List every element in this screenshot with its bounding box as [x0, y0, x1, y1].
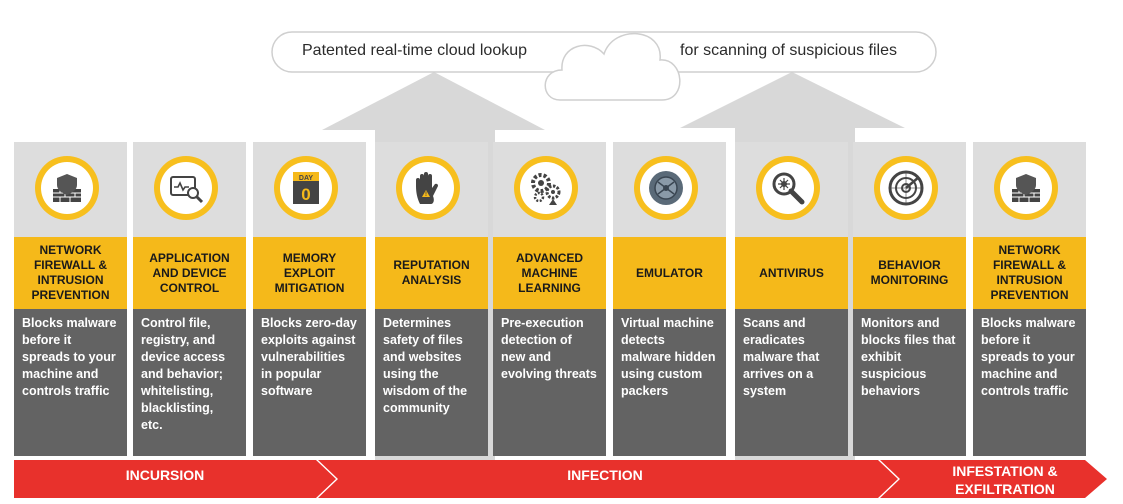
phase-label-incursion: INCURSION — [125, 467, 205, 483]
emulator-sphere-icon — [634, 156, 698, 220]
column-description: Blocks malware before it spreads to your… — [973, 309, 1086, 456]
phase-band-infection — [318, 460, 898, 498]
column-description: Pre-execution detection of new and evolv… — [493, 309, 606, 456]
cloud-text-left: Patented real-time cloud lookup — [302, 42, 528, 59]
phase-band-infestation — [880, 460, 1107, 498]
gears-icon — [514, 156, 578, 220]
column-title: APPLICATION AND DEVICE CONTROL — [133, 237, 246, 309]
radar-target-icon — [874, 156, 938, 220]
column-description: Blocks malware before it spreads to your… — [14, 309, 127, 456]
phase-label-infestation: INFESTATION & EXFILTRATION — [925, 462, 1085, 498]
cloud-text-right: for scanning of suspicious files — [680, 42, 897, 59]
column-description: Virtual machine detects malware hidden u… — [613, 309, 726, 456]
column-title: ADVANCED MACHINE LEARNING — [493, 237, 606, 309]
column-description: Control file, registry, and device acces… — [133, 309, 246, 456]
phase-band-incursion — [14, 460, 336, 498]
column-title: BEHAVIOR MONITORING — [853, 237, 966, 309]
app-device-magnifier-icon — [154, 156, 218, 220]
phase-label-infestation-line2: EXFILTRATION — [955, 481, 1055, 497]
column-title: NETWORK FIREWALL & INTRUSION PREVENTION — [14, 237, 127, 309]
phase-label-infection: INFECTION — [567, 467, 643, 483]
svg-text:DAY: DAY — [299, 175, 313, 182]
column-title: REPUTATION ANALYSIS — [375, 237, 488, 309]
column-title: ANTIVIRUS — [735, 237, 848, 309]
column-description: Scans and eradicates malware that arrive… — [735, 309, 848, 456]
column-title: EMULATOR — [613, 237, 726, 309]
virus-magnifier-icon — [756, 156, 820, 220]
column-description: Monitors and blocks files that exhibit s… — [853, 309, 966, 456]
day-zero-calendar-icon: DAY 0 — [274, 156, 338, 220]
column-description: Blocks zero-day exploits against vulnera… — [253, 309, 366, 456]
column-description: Determines safety of files and websites … — [375, 309, 488, 456]
firewall-shield-icon — [35, 156, 99, 220]
column-title: NETWORK FIREWALL & INTRUSION PREVENTION — [973, 237, 1086, 309]
phase-label-infestation-line1: INFESTATION & — [952, 463, 1058, 479]
hand-warning-icon: ! — [396, 156, 460, 220]
svg-text:0: 0 — [301, 185, 310, 204]
firewall-shield-icon — [994, 156, 1058, 220]
column-title: MEMORY EXPLOIT MITIGATION — [253, 237, 366, 309]
cloud-icon — [544, 32, 681, 101]
svg-text:!: ! — [425, 192, 427, 198]
